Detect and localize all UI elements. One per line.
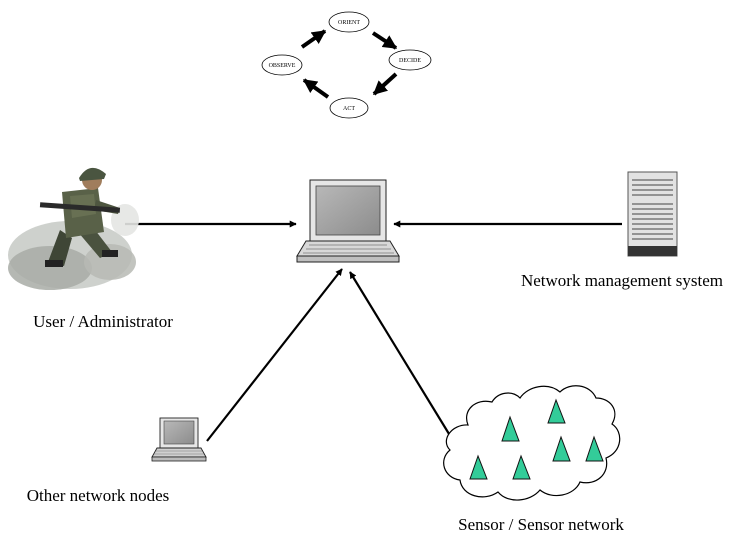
sensor-triangle-icon [512,454,531,480]
sensor-network [443,385,621,501]
sensor-network-label: Sensor / Sensor network [458,515,624,534]
other-nodes-label: Other network nodes [27,486,170,505]
user-admin-label: User / Administrator [33,312,173,331]
server-icon [627,171,678,257]
ooda-act-label: ACT [343,106,355,112]
ooda-observe-label: OBSERVE [269,63,296,69]
ooda-arrow-act-observe [302,78,330,99]
small-laptop-icon [151,417,207,462]
sensor-triangle-icon [469,454,488,480]
sensor-triangle-icon [585,435,604,462]
ooda-decide-label: DECIDE [399,58,421,64]
arrow-sensor-to-laptop [349,271,458,448]
ooda-arrow-decide-act [372,72,398,96]
ooda-node-orient: ORIENT [328,11,370,33]
ooda-arrow-observe-orient [300,29,327,49]
soldier-icon [8,167,139,290]
ooda-node-observe: OBSERVE [261,54,303,76]
ooda-loop: ORIENT DECIDE ACT OBSERVE [261,11,432,119]
sensor-triangle-icon [547,398,566,424]
arrow-node-to-laptop [206,268,343,442]
ooda-node-act: ACT [329,97,369,119]
sensor-triangle-icon [552,435,571,462]
ooda-node-decide: DECIDE [388,49,432,71]
sensor-cloud [443,385,621,501]
ooda-orient-label: ORIENT [338,20,360,26]
ooda-arrow-orient-decide [371,31,398,50]
sensor-triangle-icon [501,415,520,442]
network-management-label: Network management system [521,271,723,290]
connections [125,220,622,448]
laptop-icon [296,179,400,263]
